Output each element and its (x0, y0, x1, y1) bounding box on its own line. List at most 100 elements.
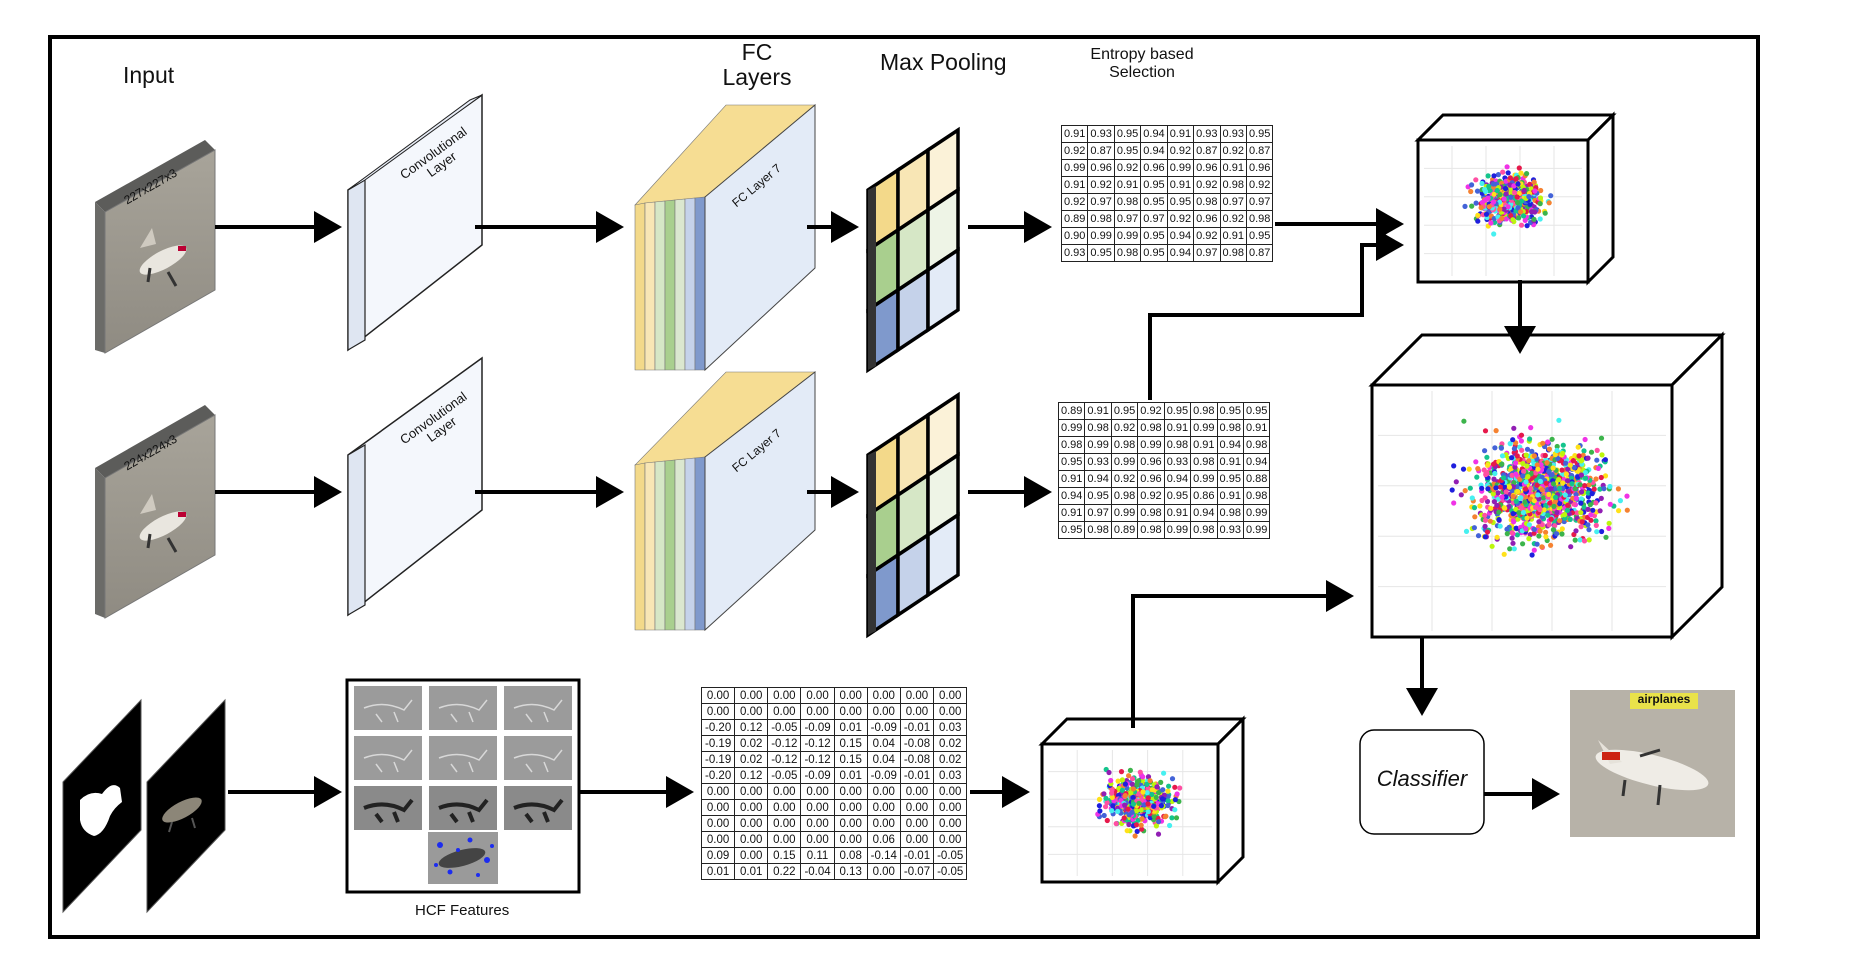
table-cell: 0.22 (767, 863, 802, 880)
scatter-point (1559, 526, 1565, 532)
scatter-point (1499, 494, 1505, 500)
table-cell: 0.93 (1084, 453, 1112, 471)
scatter-point (1562, 511, 1568, 518)
scatter-point (1471, 525, 1477, 531)
scatter-point (1593, 518, 1599, 524)
table-cell: 0.95 (1216, 402, 1244, 420)
scatter-point (1508, 194, 1514, 200)
scatter-point (1503, 216, 1509, 222)
scatter-point (1545, 512, 1551, 518)
scatter-point (1588, 449, 1595, 455)
table-cell: 0.00 (899, 783, 935, 800)
pool-edge (868, 186, 876, 370)
scatter-point (1516, 509, 1522, 516)
scatter-point (1572, 486, 1578, 492)
scatter-point (1617, 498, 1623, 504)
scatter-point (1525, 474, 1531, 480)
cube-top-face (1038, 717, 1247, 746)
scatter-point (1552, 498, 1558, 504)
scatter-point (1598, 474, 1604, 481)
scatter-point (1508, 213, 1514, 219)
table-cell: 0.86 (1190, 487, 1218, 505)
scatter-point (1554, 509, 1560, 516)
max-pool-mid (866, 391, 960, 639)
scatter-point (1537, 201, 1543, 207)
scatter-point (1129, 809, 1135, 815)
scatter-point (1573, 495, 1579, 501)
table-cell: -0.14 (866, 847, 901, 864)
table-cell: 0.99 (1166, 159, 1195, 177)
table-cell: 0.89 (1057, 402, 1086, 420)
table-cell: 0.00 (800, 783, 835, 800)
scatter-point (1106, 769, 1112, 776)
scatter-point (1624, 507, 1630, 513)
scatter-point (1574, 510, 1580, 516)
table-cell: 0.98 (1242, 487, 1271, 505)
table-cell: 0.08 (833, 847, 868, 864)
table-cell: -0.08 (899, 751, 935, 768)
scatter-point (1527, 181, 1533, 187)
table-cell: 0.91 (1057, 504, 1086, 522)
scatter-point (1103, 795, 1109, 801)
table-cell: 0.98 (1190, 521, 1218, 539)
scatter-point (1593, 500, 1599, 506)
scatter-point (1138, 807, 1144, 813)
table-cell: 0.92 (1137, 487, 1165, 505)
scatter-point (1516, 215, 1522, 221)
scatter-point (1153, 823, 1159, 829)
flow-arrows (215, 208, 1560, 810)
scatter-point (1139, 797, 1145, 803)
scatter-point (1523, 452, 1529, 458)
scatter-point (1451, 500, 1457, 506)
scatter-point (1134, 782, 1140, 788)
scatter-point (1513, 525, 1519, 531)
scatter-point (1482, 428, 1489, 434)
max-pool-top (866, 126, 960, 374)
scatter-point (1483, 188, 1489, 195)
table-cell: -0.05 (933, 863, 968, 880)
scatter-point (1503, 494, 1509, 500)
scatter-point (1145, 774, 1152, 780)
table-cell: 0.99 (1190, 419, 1218, 437)
scatter-point (1491, 231, 1497, 237)
scatter-point (1535, 492, 1541, 498)
scatter-point (1478, 205, 1484, 211)
table-cell: 0.87 (1193, 142, 1221, 160)
scatter-point (1593, 476, 1599, 482)
scatter-point (1595, 465, 1601, 471)
scatter-point (1139, 826, 1145, 832)
table-cell: 0.91 (1216, 453, 1244, 471)
scatter-point (1560, 450, 1566, 456)
scatter-point (1490, 199, 1497, 205)
scatter-point (1484, 454, 1490, 460)
scatter-point (1145, 786, 1151, 792)
scatter-point (1469, 495, 1475, 501)
scatter-point (1512, 190, 1518, 196)
scatter-point (1571, 464, 1577, 471)
table-cell: 0.00 (833, 831, 868, 848)
table-cell: -0.20 (700, 767, 736, 784)
table-cell: -0.09 (866, 767, 901, 784)
table-cell: 0.95 (1242, 402, 1271, 420)
scatter-point (1543, 534, 1549, 540)
table-cell: 0.94 (1163, 470, 1192, 488)
scatter-point (1590, 507, 1596, 513)
table-cell: 0.06 (866, 831, 901, 848)
scatter-point (1607, 483, 1613, 490)
scatter-point (1551, 503, 1557, 509)
scatter-point (1582, 475, 1589, 481)
table-cell: 0.92 (1110, 470, 1139, 488)
scatter-point (1513, 471, 1519, 477)
classifier-label: Classifier (1376, 766, 1468, 791)
scatter-point (1486, 183, 1492, 189)
table-cell: 0.92 (1087, 176, 1115, 194)
scatter-point (1122, 802, 1128, 808)
scatter-point (1594, 447, 1600, 453)
hcf-thumbnail (354, 686, 422, 730)
